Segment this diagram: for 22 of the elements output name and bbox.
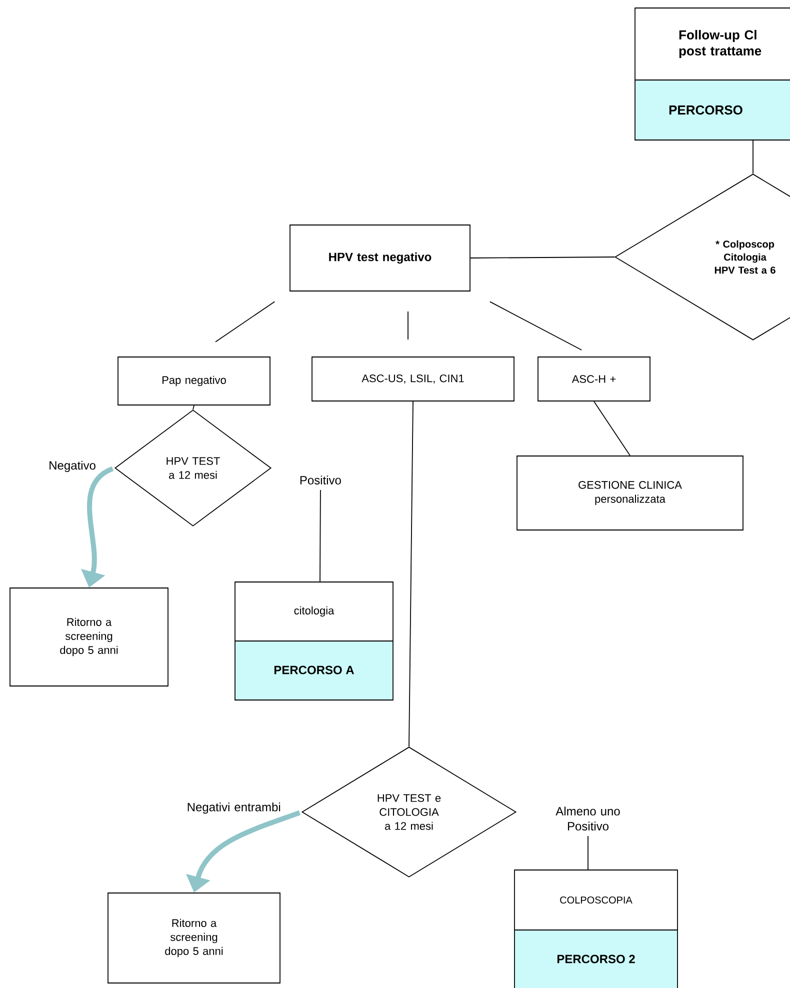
edge-label: Negativi entrambi	[188, 802, 280, 814]
edge-label: Almeno uno Positivo	[556, 806, 620, 830]
connector-line	[752, 140, 754, 174]
process-box: Ritorno a screening dopo 5 anni	[108, 892, 280, 984]
connector-line	[320, 490, 321, 582]
connector-line	[192, 405, 194, 410]
process-box: HPV test negativo	[290, 224, 470, 292]
connector-line	[215, 301, 276, 342]
connector-line	[594, 401, 630, 456]
process-box: ASC-H +	[538, 356, 650, 402]
connector-line	[489, 301, 582, 350]
process-box: Ritorno a screening dopo 5 anni	[10, 588, 168, 686]
pathway-box: citologia PERCORSO A	[234, 582, 394, 700]
connector-line	[470, 256, 615, 258]
process-box: ASC-US, LSIL, CIN1	[312, 356, 514, 402]
edge-label: Positivo	[300, 476, 341, 484]
pathway-box: Follow-up Cl post trattame PERCORSO	[634, 8, 790, 140]
process-box: Pap negativo	[118, 356, 270, 406]
edge-label: Negativo	[50, 460, 96, 472]
connector-line	[408, 401, 414, 747]
pathway-box: COLPOSCOPIA PERCORSO 2	[514, 870, 678, 988]
process-box: GESTIONE CLINICA personalizzata	[516, 456, 744, 530]
